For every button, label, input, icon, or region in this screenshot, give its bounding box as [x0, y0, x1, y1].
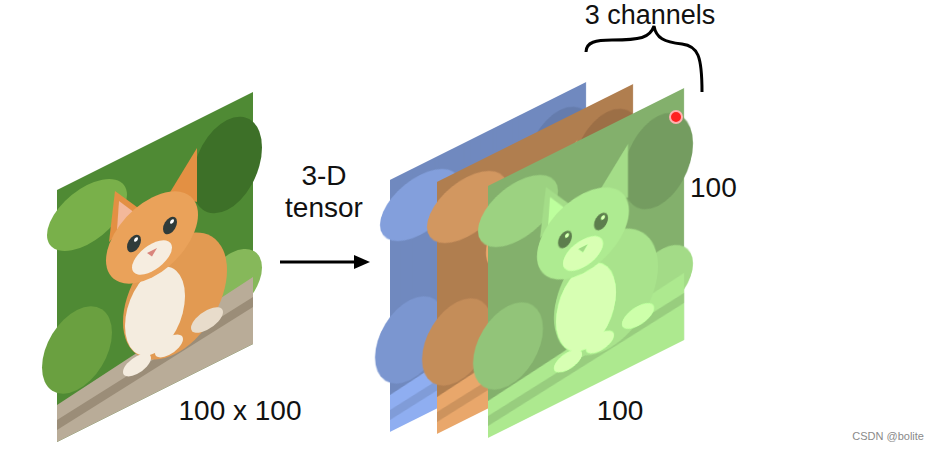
arrow-label: 3-D tensor — [268, 160, 380, 224]
green-channel — [473, 84, 693, 446]
width-dimension: 100 — [575, 395, 665, 427]
pointer-dot — [670, 111, 682, 123]
bracket — [586, 26, 702, 92]
channel-count: 3 channels — [575, 0, 725, 31]
watermark: CSDN @bolite — [820, 430, 924, 443]
arrow-line — [280, 261, 358, 264]
arrow-head — [354, 255, 370, 269]
image-size: 100 x 100 — [160, 395, 320, 427]
height-dimension: 100 — [690, 172, 760, 204]
